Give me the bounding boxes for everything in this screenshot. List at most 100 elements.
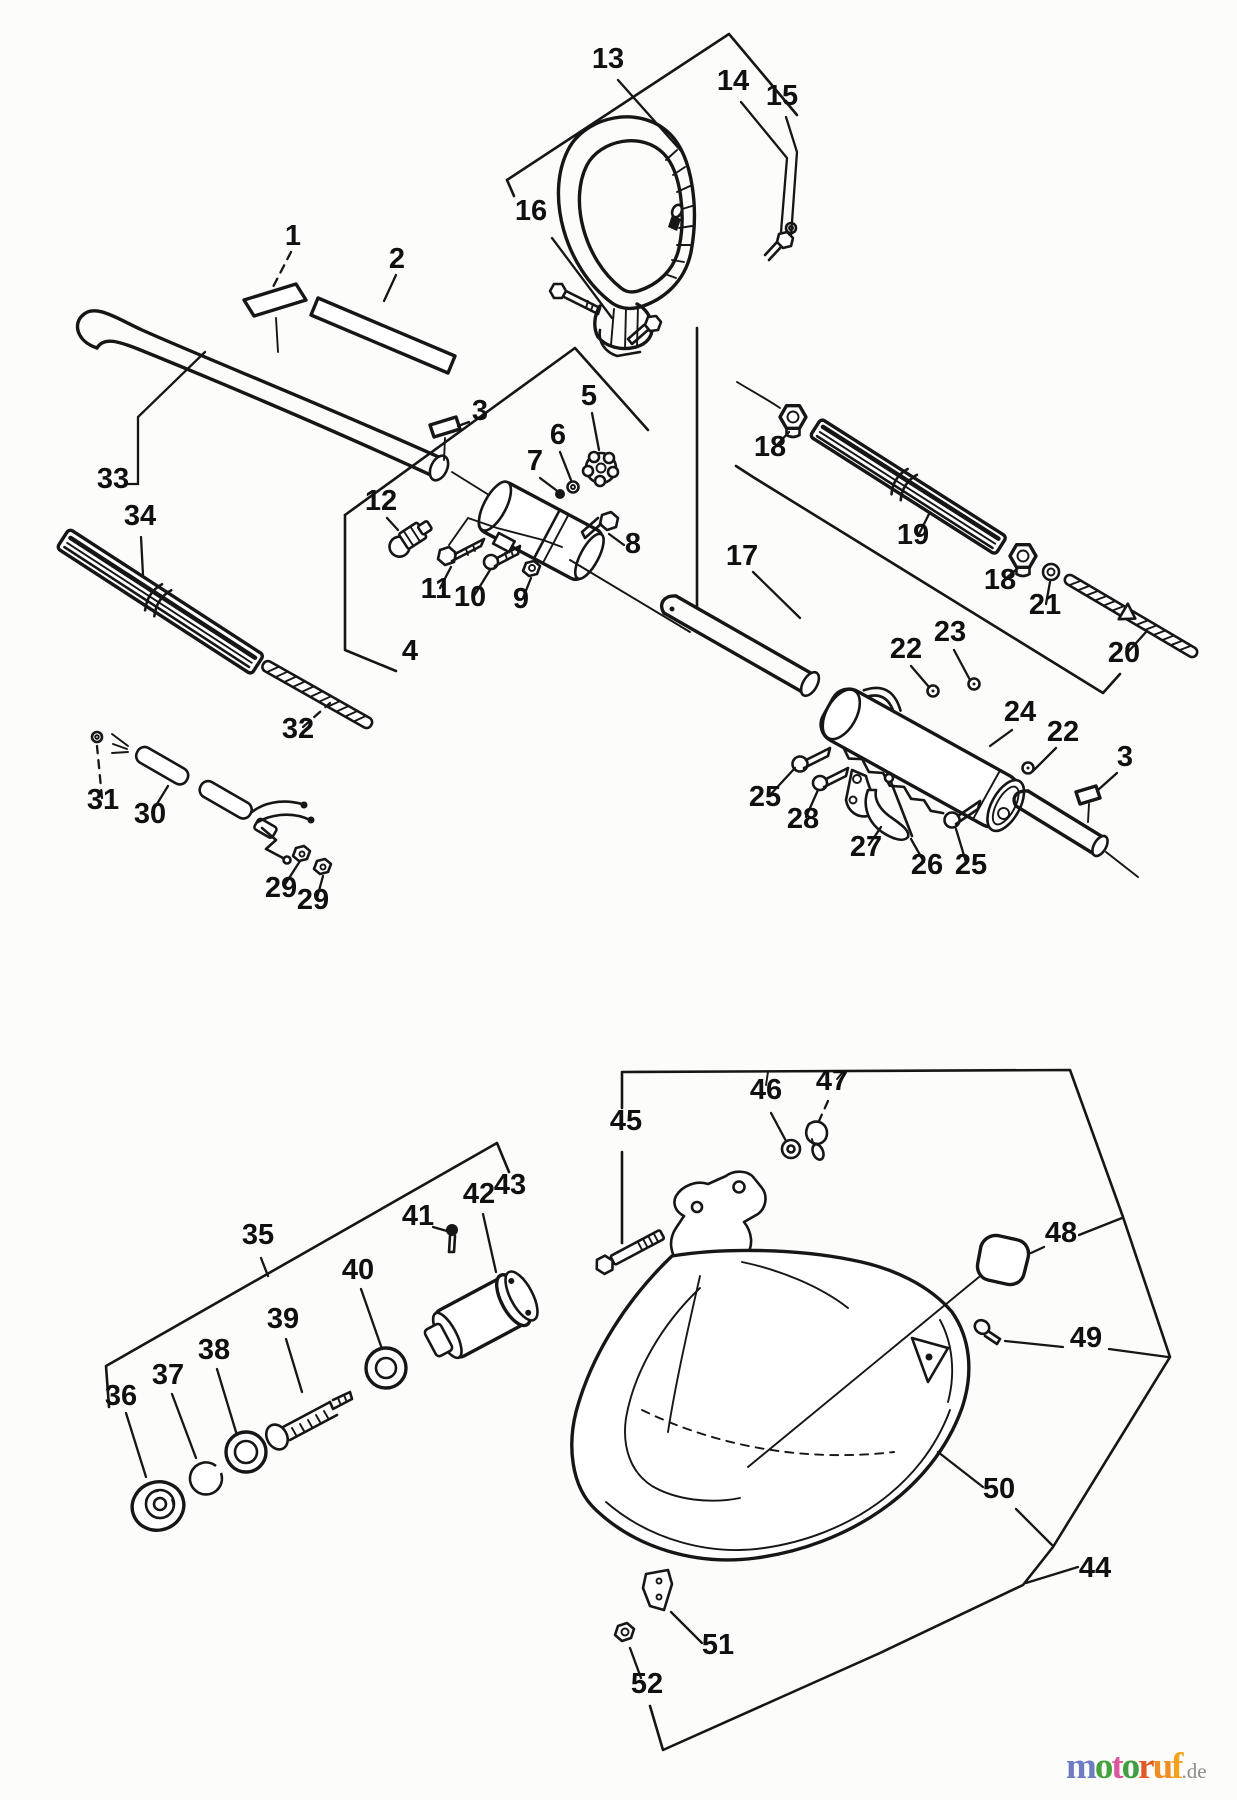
part-callout-14: 14 xyxy=(717,65,749,97)
washer-21 xyxy=(1041,562,1061,606)
leaders-right-group xyxy=(768,648,1058,864)
throttle-rod-26 xyxy=(883,772,914,838)
nuts-29 xyxy=(291,844,333,876)
part-callout-25: 25 xyxy=(749,781,781,813)
bracket-group-4 xyxy=(343,346,650,673)
wire-guide xyxy=(448,517,563,548)
part-callout-40: 40 xyxy=(342,1254,374,1286)
bearing-40 xyxy=(364,1346,408,1390)
leader-19 xyxy=(916,512,931,538)
decal-1 xyxy=(242,250,308,353)
leader-20 xyxy=(1126,630,1148,654)
watermark-letter: o xyxy=(1121,1746,1140,1787)
leaders-coupler xyxy=(385,411,626,600)
motoruf-watermark: motoruf.de xyxy=(1066,1745,1236,1788)
watermark-suffix: .de xyxy=(1181,1759,1207,1783)
decal-3-rear xyxy=(1074,771,1119,823)
part-callout-20: 20 xyxy=(1108,637,1140,669)
fitting-12 xyxy=(388,520,433,558)
guard-bolt-45 xyxy=(595,1229,666,1276)
part-callout-48: 48 xyxy=(1045,1217,1077,1249)
part-callout-16: 16 xyxy=(515,195,547,227)
leader-33-34 xyxy=(125,350,207,577)
part-callout-42: 42 xyxy=(463,1178,495,1210)
nut-9 xyxy=(521,559,542,578)
part-callout-18: 18 xyxy=(984,564,1016,596)
part-callout-9: 9 xyxy=(513,583,529,615)
handle-clamp-bolt xyxy=(626,314,663,346)
part-callout-41: 41 xyxy=(402,1200,434,1232)
part-callout-34: 34 xyxy=(124,500,156,532)
part-callout-52: 52 xyxy=(631,1668,663,1700)
part-callout-28: 28 xyxy=(787,803,819,835)
blade-51 xyxy=(641,1568,704,1645)
bracket-group-13 xyxy=(505,32,799,320)
screw-41 xyxy=(446,1224,458,1254)
watermark-letter: r xyxy=(1138,1746,1155,1787)
part-callout-35: 35 xyxy=(242,1219,274,1251)
watermark-letter: u xyxy=(1152,1746,1174,1787)
drum-36 xyxy=(130,1480,186,1532)
part-callout-49: 49 xyxy=(1070,1322,1102,1354)
watermark-letter: m xyxy=(1066,1746,1097,1787)
part-callout-7: 7 xyxy=(527,445,543,477)
part-callout-24: 24 xyxy=(1004,696,1036,728)
throttle-cable xyxy=(90,730,315,865)
splined-shaft-upper xyxy=(809,418,1007,555)
part-callout-44: 44 xyxy=(1079,1552,1111,1584)
flex-cable-lower xyxy=(261,659,374,730)
part-callout-33: 33 xyxy=(97,463,129,495)
washer-46 xyxy=(769,1111,802,1160)
snap-ring-37 xyxy=(188,1461,224,1496)
part-callout-3: 3 xyxy=(1117,741,1133,773)
part-callout-21: 21 xyxy=(1029,589,1061,621)
part-callout-31: 31 xyxy=(87,784,119,816)
part-callout-32: 32 xyxy=(282,713,314,745)
leaders-gearhead xyxy=(124,1212,498,1479)
assembly-line xyxy=(569,559,691,633)
part-callout-22: 22 xyxy=(890,633,922,665)
leader-32 xyxy=(301,701,332,729)
part-callout-19: 19 xyxy=(897,519,929,551)
screw-28 xyxy=(811,766,850,792)
part-callout-13: 13 xyxy=(592,43,624,75)
bracket-group-17 xyxy=(695,326,1122,695)
part-callout-17: 17 xyxy=(726,540,758,572)
part-callout-37: 37 xyxy=(152,1359,184,1391)
part-callout-51: 51 xyxy=(702,1629,734,1661)
gear-shaft-39 xyxy=(264,1390,354,1451)
part-callout-23: 23 xyxy=(934,616,966,648)
screw-49 xyxy=(973,1318,1170,1359)
part-callout-45: 45 xyxy=(610,1105,642,1137)
throttle-trigger-27 xyxy=(844,768,910,842)
part-callout-26: 26 xyxy=(911,849,943,881)
part-callout-46: 46 xyxy=(750,1074,782,1106)
washer-7 xyxy=(555,489,565,499)
part-callout-47: 47 xyxy=(816,1065,848,1097)
washer-6 xyxy=(566,480,580,494)
bearing-38 xyxy=(224,1430,268,1474)
part-callout-12: 12 xyxy=(365,485,397,517)
part-callout-22: 22 xyxy=(1047,716,1079,748)
part-callout-43: 43 xyxy=(494,1169,526,1201)
part-callout-2: 2 xyxy=(389,243,405,275)
shaft-tube-curved xyxy=(75,309,506,506)
bolt-8 xyxy=(580,510,620,540)
part-callout-18: 18 xyxy=(754,431,786,463)
screw-25b xyxy=(943,799,982,829)
part-callout-3: 3 xyxy=(472,395,488,427)
part-callout-30: 30 xyxy=(134,798,166,830)
leader-50 xyxy=(936,1450,1054,1547)
part-callout-39: 39 xyxy=(267,1303,299,1335)
watermark-word: motoruf xyxy=(1066,1746,1184,1787)
part-callout-15: 15 xyxy=(766,80,798,112)
coupler-nut-18a xyxy=(736,381,808,448)
shaft-tube-rear xyxy=(1012,789,1139,878)
splined-shaft-lower xyxy=(56,528,264,675)
balls-22-23 xyxy=(926,677,1035,775)
screw-10 xyxy=(482,544,522,571)
part-callout-8: 8 xyxy=(625,528,641,560)
